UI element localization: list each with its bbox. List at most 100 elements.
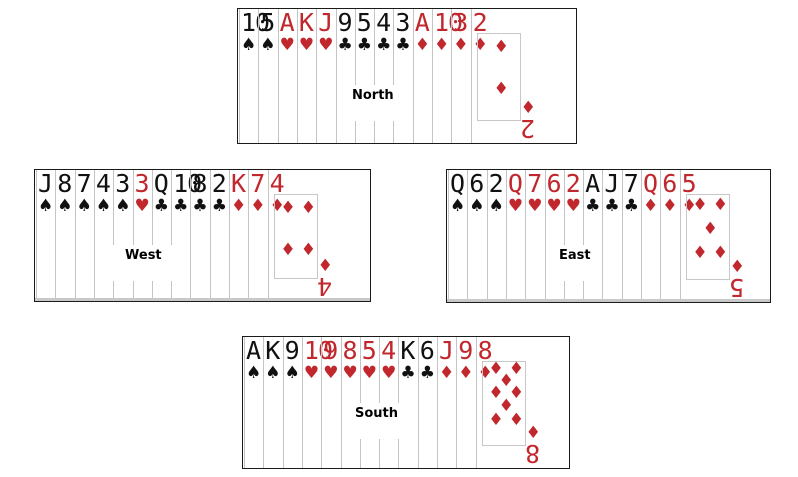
card-rank: 5 — [361, 336, 377, 365]
card-8-of-spades[interactable]: 8♠ — [55, 170, 74, 301]
diamonds-pip-icon: ♦ — [712, 243, 729, 263]
card-5-of-hearts[interactable]: 5♥ — [359, 336, 379, 468]
spades-suit-icon: ♠ — [38, 196, 54, 216]
card-5-of-diamonds[interactable]: 5♦♦♦♦♦♦♦5 — [679, 170, 761, 302]
card-a-of-hearts[interactable]: A♥ — [277, 8, 297, 143]
card-q-of-hearts[interactable]: Q♥ — [505, 169, 525, 302]
card-4-of-clubs[interactable]: 4♣ — [374, 9, 393, 143]
hearts-suit-icon: ♥ — [527, 196, 543, 216]
diamonds-suit-icon: ♦ — [472, 35, 488, 55]
card-10-of-diamonds[interactable]: 10♦ — [432, 9, 463, 143]
card-k-of-spades[interactable]: K♠ — [263, 337, 282, 468]
card-3-of-spades[interactable]: 3♠ — [113, 170, 132, 301]
card-corner-rank: 2 — [519, 114, 535, 143]
diamonds-suit-icon: ♦ — [453, 35, 469, 55]
diamonds-pip-icon: ♦ — [493, 79, 509, 99]
card-j-of-clubs[interactable]: J♣ — [602, 170, 621, 302]
card-rank: A — [585, 169, 600, 198]
card-4-of-spades[interactable]: 4♠ — [93, 170, 113, 301]
card-a-of-diamonds[interactable]: A♦ — [412, 9, 432, 143]
card-6-of-diamonds[interactable]: 6♦ — [660, 170, 679, 302]
card-rank: 3 — [453, 8, 468, 37]
diamonds-corner-icon: ♦ — [317, 256, 333, 276]
clubs-suit-icon: ♣ — [153, 196, 170, 216]
diamonds-suit-icon: ♦ — [434, 35, 450, 55]
card-k-of-hearts[interactable]: K♥ — [296, 8, 316, 143]
spades-suit-icon: ♠ — [469, 196, 485, 216]
clubs-suit-icon: ♣ — [192, 196, 208, 216]
card-3-of-clubs[interactable]: 3♣ — [393, 9, 412, 143]
diamonds-pip-icon: ♦ — [280, 240, 296, 260]
card-6-of-clubs[interactable]: 6♣ — [417, 337, 437, 468]
diamonds-suit-icon: ♦ — [269, 196, 285, 216]
card-7-of-clubs[interactable]: 7♣ — [621, 170, 641, 302]
spades-suit-icon: ♠ — [450, 196, 466, 216]
card-7-of-hearts[interactable]: 7♥ — [525, 170, 544, 302]
card-k-of-clubs[interactable]: K♣ — [398, 337, 417, 468]
card-9-of-clubs[interactable]: 9♣ — [335, 9, 355, 143]
card-2-of-hearts[interactable]: 2♥ — [563, 170, 583, 302]
diamonds-pip-icon: ♦ — [692, 243, 708, 263]
card-2-of-diamonds[interactable]: 2♦♦♦♦2 — [470, 9, 552, 143]
card-rank: 6 — [469, 169, 484, 198]
card-4-of-hearts[interactable]: 4♥ — [379, 337, 398, 468]
clubs-suit-icon: ♣ — [604, 196, 620, 216]
card-7-of-spades[interactable]: 7♠ — [74, 170, 94, 301]
card-rank: 9 — [458, 336, 473, 365]
card-10-of-spades[interactable]: 10♠ — [239, 9, 270, 143]
card-rank: 2 — [211, 169, 227, 198]
diamonds-pip-icon: ♦ — [300, 240, 317, 260]
card-rank: A — [246, 336, 261, 365]
clubs-suit-icon: ♣ — [419, 363, 435, 383]
card-6-of-spades[interactable]: 6♠ — [467, 170, 486, 302]
diamonds-pip-icon: ♦ — [498, 396, 514, 417]
card-3-of-hearts[interactable]: 3♥ — [132, 170, 152, 301]
card-rank: 9 — [323, 336, 338, 365]
card-q-of-diamonds[interactable]: Q♦ — [641, 170, 660, 302]
card-k-of-diamonds[interactable]: K♦ — [229, 170, 248, 301]
card-2-of-clubs[interactable]: 2♣ — [209, 169, 229, 301]
card-j-of-diamonds[interactable]: J♦ — [437, 337, 456, 468]
card-8-of-hearts[interactable]: 8♥ — [340, 337, 360, 468]
card-rank: 4 — [381, 336, 396, 365]
card-10-of-clubs[interactable]: 10♣ — [171, 170, 202, 301]
diamonds-pip-icon: ♦ — [508, 383, 525, 403]
spades-suit-icon: ♠ — [241, 35, 257, 55]
card-rank: A — [279, 8, 295, 37]
card-j-of-spades[interactable]: J♠ — [36, 170, 55, 301]
card-rank: 6 — [546, 169, 562, 198]
card-q-of-spades[interactable]: Q♠ — [448, 170, 467, 302]
card-9-of-spades[interactable]: 9♠ — [282, 337, 302, 468]
card-7-of-diamonds[interactable]: 7♦ — [248, 170, 267, 301]
card-q-of-clubs[interactable]: Q♣ — [151, 170, 171, 301]
clubs-suit-icon: ♣ — [376, 35, 392, 55]
card-5-of-spades[interactable]: 5♠ — [258, 9, 277, 143]
spades-suit-icon: ♠ — [265, 363, 281, 383]
card-8-of-diamonds[interactable]: 8♦♦♦♦♦♦♦♦♦♦8 — [475, 337, 557, 468]
card-9-of-diamonds[interactable]: 9♦ — [456, 337, 475, 468]
card-a-of-clubs[interactable]: A♣ — [583, 170, 602, 302]
card-j-of-hearts[interactable]: J♥ — [316, 9, 335, 143]
card-6-of-hearts[interactable]: 6♥ — [544, 169, 564, 302]
card-face-frame — [476, 33, 521, 121]
card-rank: 2 — [488, 169, 504, 198]
card-3-of-diamonds[interactable]: 3♦ — [451, 9, 470, 143]
card-10-of-hearts[interactable]: 10♥ — [301, 337, 333, 468]
card-rank: J — [318, 8, 333, 37]
card-rank: Q — [507, 169, 523, 198]
clubs-suit-icon: ♣ — [211, 196, 227, 216]
diamonds-pip-icon: ♦ — [488, 410, 504, 430]
hearts-suit-icon: ♥ — [279, 35, 295, 55]
card-4-of-diamonds[interactable]: 4♦♦♦♦♦♦4 — [267, 170, 349, 301]
north-label: North — [340, 85, 404, 121]
diamonds-suit-icon: ♦ — [662, 196, 678, 216]
card-rank: 10 — [241, 8, 270, 37]
card-rank: 5 — [260, 8, 275, 37]
card-rank: K — [298, 8, 314, 37]
card-a-of-spades[interactable]: A♠ — [244, 337, 263, 468]
card-8-of-clubs[interactable]: 8♣ — [190, 170, 209, 301]
card-9-of-hearts[interactable]: 9♥ — [321, 337, 340, 468]
card-5-of-clubs[interactable]: 5♣ — [354, 9, 374, 143]
card-2-of-spades[interactable]: 2♠ — [486, 169, 506, 302]
card-rank: 6 — [662, 169, 677, 198]
